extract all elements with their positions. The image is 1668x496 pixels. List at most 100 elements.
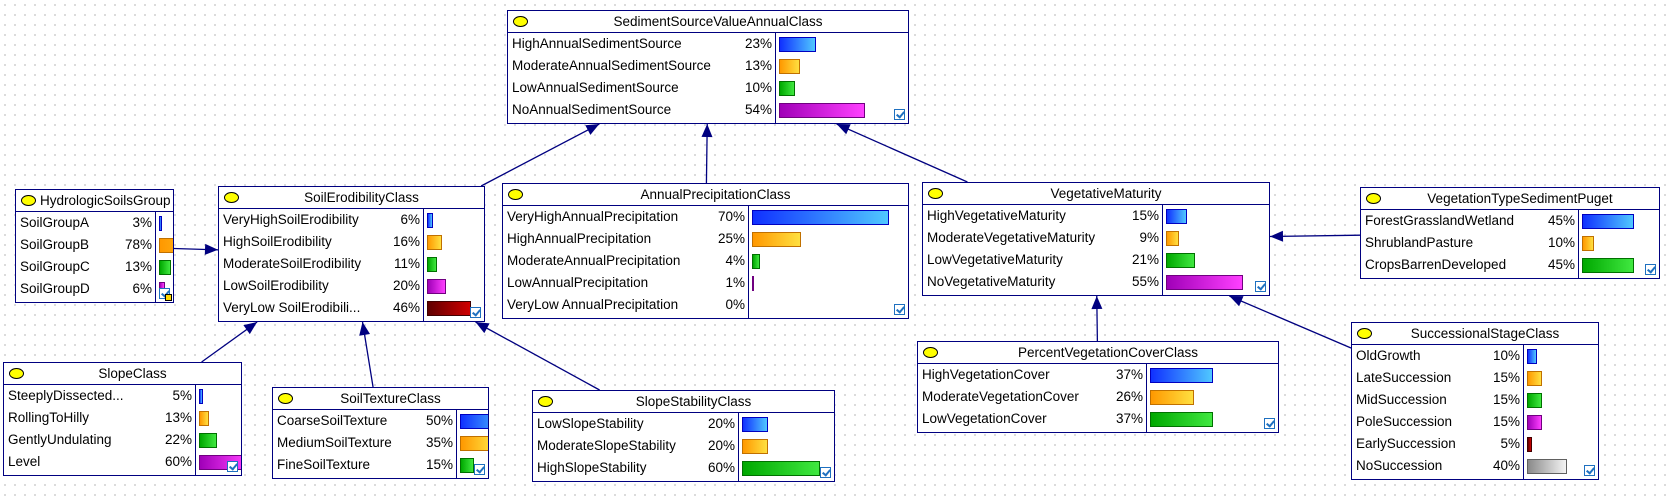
node-header[interactable]: SuccessionalStageClass xyxy=(1352,323,1598,345)
state-probability-bar xyxy=(427,301,471,316)
arrowhead-icon xyxy=(701,124,713,138)
checkbox-icon[interactable] xyxy=(894,304,905,315)
node-header[interactable]: SlopeClass xyxy=(4,363,241,385)
node-header[interactable]: SoilTextureClass xyxy=(273,388,488,410)
node-title: PercentVegetationCoverClass xyxy=(1017,345,1199,360)
state-label: HighAnnualSedimentSource xyxy=(512,36,682,51)
node-header[interactable]: SedimentSourceValueAnnualClass xyxy=(508,11,908,33)
state-label: VeryHighSoilErodibility xyxy=(223,212,359,227)
node-indicator-icon xyxy=(1366,193,1381,204)
state-row-steeply-dissected[interactable]: SteeplyDissected...5% xyxy=(4,385,241,407)
state-label: SoilGroupD xyxy=(20,281,90,296)
arrowhead-icon xyxy=(1091,296,1103,310)
state-row-very-low-soil-erodibili[interactable]: VeryLow SoilErodibili...46% xyxy=(219,297,484,319)
checkbox-icon[interactable] xyxy=(820,467,831,478)
node-header[interactable]: HydrologicSoilsGroup xyxy=(16,190,173,212)
checkbox-icon[interactable] xyxy=(1255,281,1266,292)
node-header[interactable]: SlopeStabilityClass xyxy=(533,391,834,413)
checkbox-icon[interactable] xyxy=(159,288,170,299)
node-header[interactable]: VegetationTypeSedimentPuget xyxy=(1361,188,1659,210)
node-header[interactable]: PercentVegetationCoverClass xyxy=(918,342,1278,364)
state-percent: 22% xyxy=(164,432,192,447)
state-probability-bar xyxy=(779,37,816,52)
node-header[interactable]: SoilErodibilityClass xyxy=(219,187,484,209)
checkbox-icon[interactable] xyxy=(474,464,485,475)
checkbox-icon[interactable] xyxy=(227,461,238,472)
bar-divider xyxy=(775,33,776,123)
checkbox-icon[interactable] xyxy=(1584,465,1595,476)
arrowhead-icon xyxy=(1229,296,1244,307)
checkbox-icon[interactable] xyxy=(894,109,905,120)
node-indicator-icon xyxy=(9,368,24,379)
state-percent: 15% xyxy=(1492,370,1520,385)
state-probability-bar xyxy=(199,389,203,404)
checkbox-icon[interactable] xyxy=(1645,264,1656,275)
bar-divider xyxy=(155,212,156,302)
state-label: OldGrowth xyxy=(1356,348,1421,363)
checkbox-icon[interactable] xyxy=(1264,418,1275,429)
state-percent: 5% xyxy=(172,388,192,403)
node-header[interactable]: AnnualPrecipitationClass xyxy=(503,184,908,206)
node-header[interactable]: VegetativeMaturity xyxy=(923,183,1269,205)
state-percent: 4% xyxy=(725,253,745,268)
checkbox-icon[interactable] xyxy=(470,307,481,318)
state-probability-bar xyxy=(1527,415,1542,430)
